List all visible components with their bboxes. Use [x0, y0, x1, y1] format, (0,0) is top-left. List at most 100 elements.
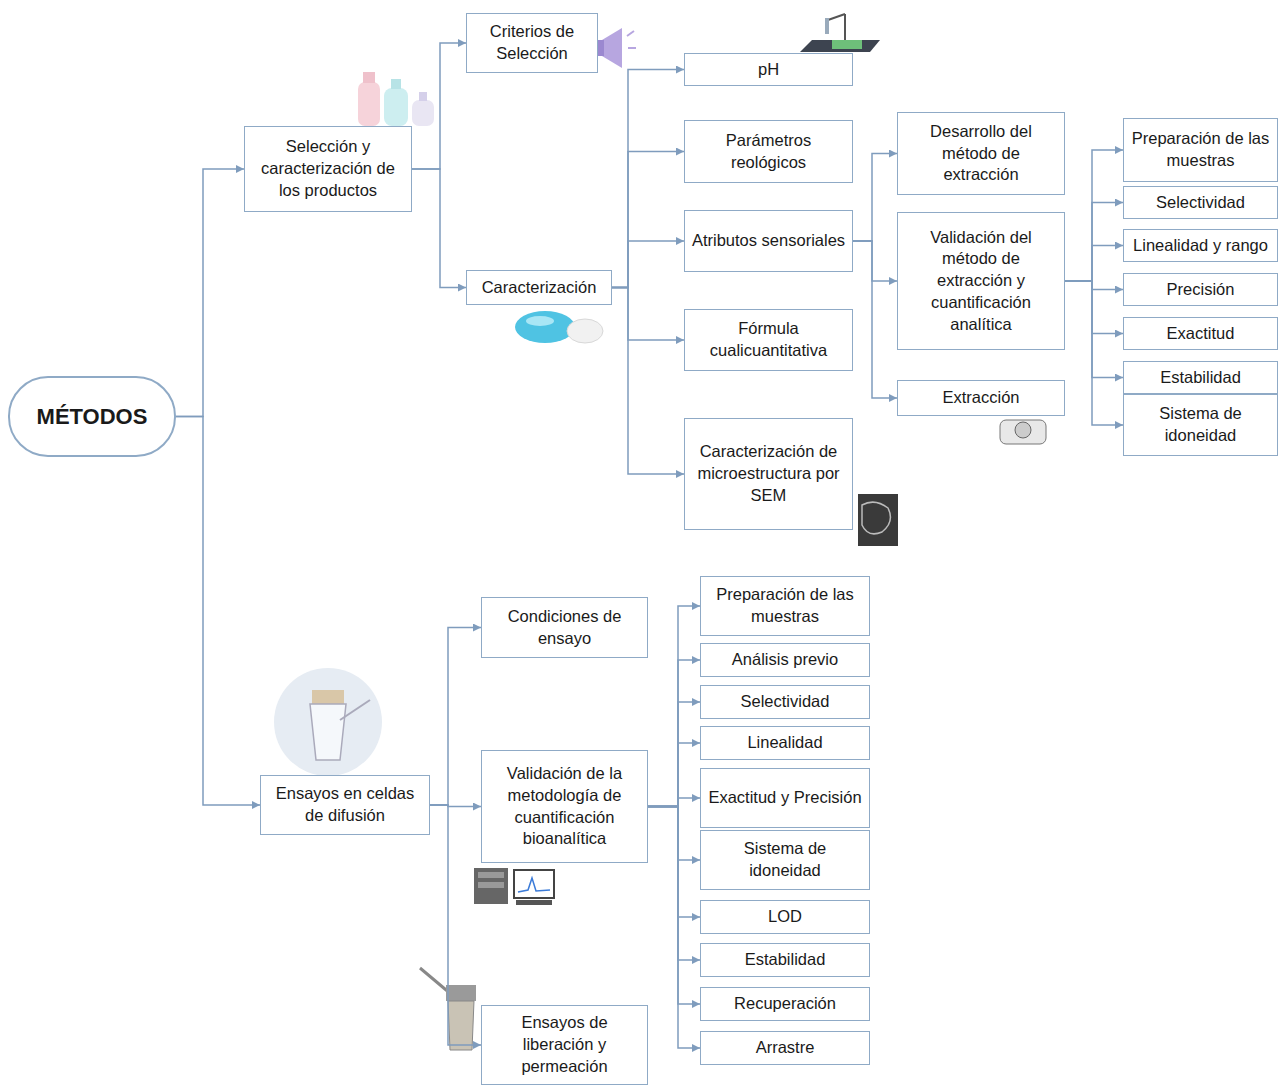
node-label: Recuperación [734, 993, 836, 1015]
ph-meter-icon [800, 14, 880, 52]
node-label: Preparación de las muestras [1129, 128, 1272, 172]
megaphone-icon [596, 28, 636, 68]
node-label: Ensayos de liberación y permeación [487, 1012, 642, 1077]
node-label: Ensayos en celdas de difusión [266, 783, 424, 827]
node-label: Análisis previo [732, 649, 838, 671]
tree-connector [648, 702, 700, 807]
tree-connector [1065, 281, 1123, 378]
tree-connector [853, 241, 897, 281]
tree-connector [648, 743, 700, 807]
process-box: Ensayos en celdas de difusión [260, 775, 430, 835]
process-box: Condiciones de ensayo [481, 597, 648, 658]
node-label: Selectividad [741, 691, 830, 713]
sonicator-icon [1000, 420, 1046, 444]
tree-connector [648, 798, 700, 807]
process-box: Preparación de las muestras [700, 576, 870, 636]
terminal-pill: MÉTODOS [8, 376, 176, 457]
process-box: Caracterización [466, 270, 612, 305]
tree-connector [412, 43, 466, 169]
process-box: Estabilidad [1123, 361, 1278, 394]
node-label: Exactitud y Precisión [708, 787, 861, 809]
sem-image [858, 494, 898, 546]
process-box: Selectividad [700, 685, 870, 719]
node-label: Linealidad [747, 732, 822, 754]
tree-connector [1065, 281, 1123, 425]
node-label: pH [758, 59, 779, 81]
process-box: Selección y caracterización de los produ… [244, 126, 412, 212]
process-box: Linealidad [700, 726, 870, 760]
node-label: Precisión [1167, 279, 1235, 301]
node-label: Sistema de idoneidad [1129, 403, 1272, 447]
node-label: Condiciones de ensayo [487, 606, 642, 650]
process-box: pH [684, 53, 853, 86]
process-box: Atributos sensoriales [684, 210, 853, 272]
node-label: Selectividad [1156, 192, 1245, 214]
node-label: Sistema de idoneidad [706, 838, 864, 882]
tree-connector [430, 628, 481, 806]
process-box: Desarrollo del método de extracción [897, 112, 1065, 195]
process-box: Ensayos de liberación y permeación [481, 1005, 648, 1085]
node-label: MÉTODOS [37, 402, 148, 431]
tree-connector [430, 805, 481, 1045]
process-box: Sistema de idoneidad [700, 830, 870, 890]
node-label: Desarrollo del método de extracción [903, 121, 1059, 186]
diffusion-cell-image [274, 668, 382, 776]
tree-connector [648, 606, 700, 807]
tree-connector [648, 807, 700, 1005]
process-box: Criterios de Selección [466, 13, 598, 73]
tree-connector [853, 241, 897, 398]
node-label: Fórmula cualicuantitativa [690, 318, 847, 362]
tree-connector [1065, 281, 1123, 334]
process-box: Arrastre [700, 1031, 870, 1065]
node-label: Caracterización [482, 277, 597, 299]
node-label: LOD [768, 906, 802, 928]
tree-connector [853, 154, 897, 242]
process-box: Extracción [897, 380, 1065, 416]
node-label: Exactitud [1167, 323, 1235, 345]
node-label: Estabilidad [745, 949, 826, 971]
process-box: Exactitud [1123, 317, 1278, 350]
node-label: Selección y caracterización de los produ… [250, 136, 406, 201]
node-label: Caracterización de microestructura por S… [690, 441, 847, 506]
bottles-icon [358, 72, 434, 126]
tree-connector [612, 152, 684, 288]
node-label: Criterios de Selección [472, 21, 592, 65]
process-box: Análisis previo [700, 643, 870, 677]
tree-connector [648, 807, 700, 861]
gel-icon [515, 311, 603, 343]
node-label: Arrastre [756, 1037, 815, 1059]
process-box: Selectividad [1123, 186, 1278, 219]
node-label: Validación del método de extracción y cu… [903, 227, 1059, 336]
process-box: Preparación de las muestras [1123, 118, 1278, 182]
tree-connector [612, 288, 684, 341]
tree-connector [648, 807, 700, 1049]
process-box: Recuperación [700, 987, 870, 1021]
tree-connector [612, 288, 684, 475]
process-box: Validación del método de extracción y cu… [897, 212, 1065, 350]
node-label: Preparación de las muestras [706, 584, 864, 628]
process-box: Precisión [1123, 273, 1278, 306]
process-box: Caracterización de microestructura por S… [684, 418, 853, 530]
process-box: Estabilidad [700, 943, 870, 977]
tree-connector [1065, 281, 1123, 290]
node-label: Estabilidad [1160, 367, 1241, 389]
node-label: Extracción [942, 387, 1019, 409]
node-label: Parámetros reológicos [690, 130, 847, 174]
tree-connector [1065, 150, 1123, 281]
process-box: LOD [700, 900, 870, 934]
hplc-icon [474, 868, 554, 905]
tree-connector [412, 169, 466, 288]
tree-connector [1065, 246, 1123, 282]
process-box: Linealidad y rango [1123, 229, 1278, 262]
tree-connector [648, 660, 700, 807]
tree-connector [612, 241, 684, 288]
process-box: Validación de la metodología de cuantifi… [481, 750, 648, 863]
process-box: Parámetros reológicos [684, 120, 853, 183]
process-box: Sistema de idoneidad [1123, 394, 1278, 456]
tree-connector [1065, 203, 1123, 282]
node-label: Linealidad y rango [1133, 235, 1268, 257]
tree-connector [648, 807, 700, 961]
